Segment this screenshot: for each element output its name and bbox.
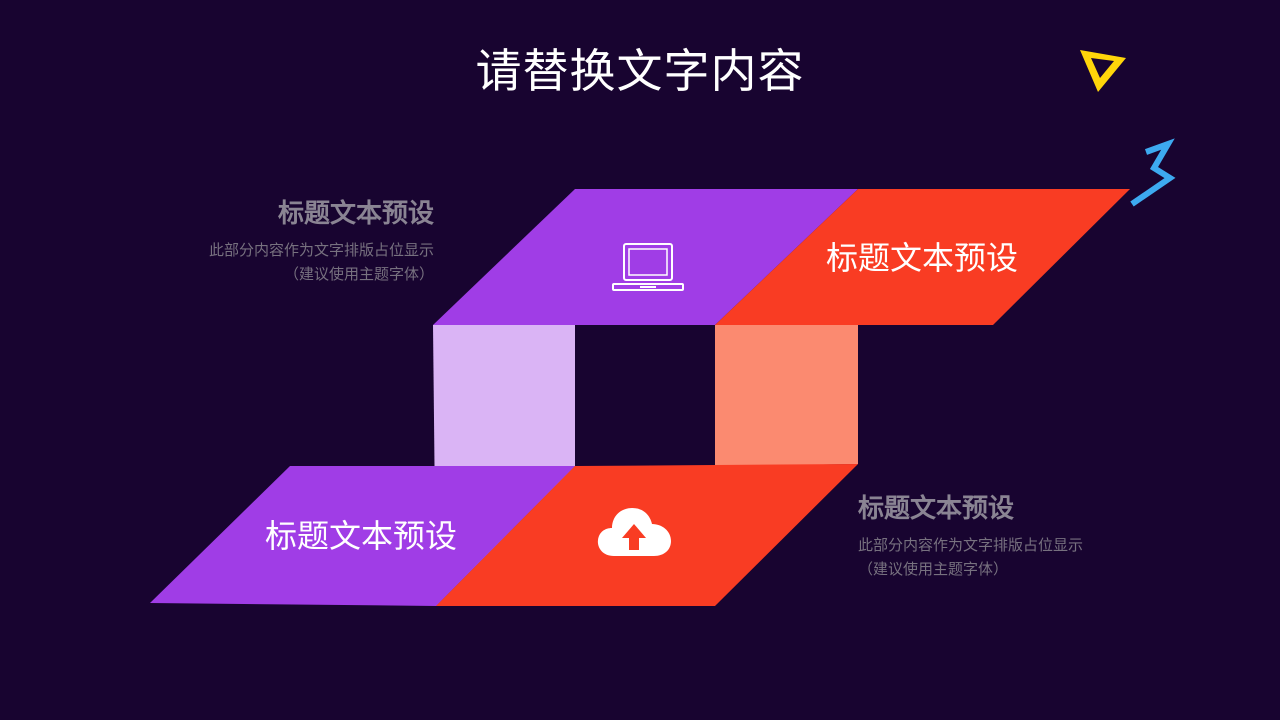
left-block-heading: 标题文本预设	[277, 199, 434, 229]
right-block-body-line1: 此部分内容作为文字排版占位显示	[858, 536, 1084, 554]
left-text-block: 标题文本预设 此部分内容作为文字排版占位显示 （建议使用主题字体）	[134, 194, 434, 286]
top-right-panel-label: 标题文本预设	[826, 239, 1019, 277]
right-block-heading: 标题文本预设	[858, 494, 1015, 524]
laptop-icon	[612, 243, 684, 291]
right-block-body: 此部分内容作为文字排版占位显示 （建议使用主题字体）	[858, 533, 1158, 581]
right-fold-panel	[715, 325, 858, 466]
bottom-left-panel	[150, 466, 575, 606]
bottom-left-panel-label: 标题文本预设	[265, 517, 458, 555]
left-block-body-line1: 此部分内容作为文字排版占位显示	[208, 241, 434, 259]
left-block-body-line2: （建议使用主题字体）	[283, 265, 434, 283]
top-right-panel	[715, 189, 1130, 325]
left-block-body: 此部分内容作为文字排版占位显示 （建议使用主题字体）	[134, 238, 434, 286]
cloud-upload-icon	[597, 508, 671, 556]
right-block-body-line2: （建议使用主题字体）	[858, 560, 1009, 578]
zigzag-icon	[1130, 138, 1176, 207]
triangle-icon	[1080, 50, 1126, 92]
right-text-block: 标题文本预设 此部分内容作为文字排版占位显示 （建议使用主题字体）	[858, 489, 1158, 581]
top-left-panel	[433, 189, 858, 325]
page-title: 请替换文字内容	[475, 44, 805, 98]
